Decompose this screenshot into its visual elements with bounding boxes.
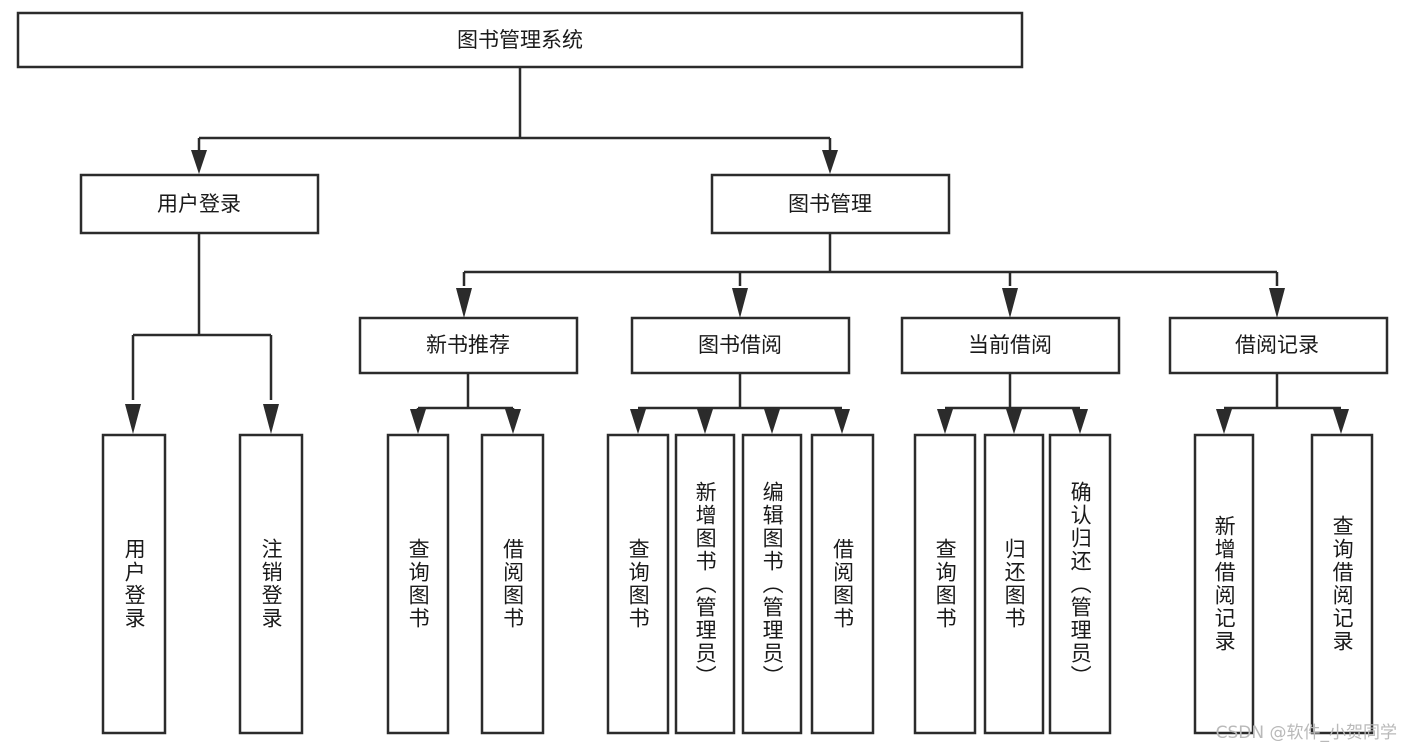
arrow-borrow-l1 — [630, 409, 646, 434]
leaf-borrow-add[interactable] — [674, 433, 736, 735]
arrow-current-l2 — [1006, 409, 1022, 434]
arrow-root-to-user-login — [191, 150, 207, 174]
node-layer — [16, 11, 1389, 735]
leaf-user-login-login[interactable] — [101, 433, 167, 735]
leaf-borrow-query[interactable] — [606, 433, 670, 735]
node-borrow-record-label: 借阅记录 — [1235, 333, 1319, 357]
leaf-record-query[interactable] — [1310, 433, 1374, 735]
node-current-borrow[interactable] — [900, 316, 1121, 375]
arrow-current-l3 — [1072, 409, 1088, 434]
arrow-borrow-l4 — [834, 409, 850, 434]
arrow-current-l1 — [937, 409, 953, 434]
node-borrow-record[interactable] — [1168, 316, 1389, 375]
arrow-newbook-l1 — [410, 409, 426, 434]
node-book-management-label: 图书管理 — [788, 192, 872, 216]
arrow-root-to-book-mgmt — [822, 150, 838, 174]
node-current-borrow-label: 当前借阅 — [968, 333, 1052, 357]
arrow-borrow-l2 — [697, 409, 713, 434]
csdn-watermark: CSDN @软件_小贺同学 — [1215, 723, 1397, 743]
leaf-user-login-logout[interactable] — [238, 433, 304, 735]
leaf-newbook-borrow[interactable] — [480, 433, 545, 735]
arrow-bookmgmt-c3 — [1002, 288, 1018, 318]
arrow-bookmgmt-c4 — [1269, 288, 1285, 318]
node-new-book-recommend-label: 新书推荐 — [426, 333, 510, 357]
arrow-newbook-l2 — [505, 409, 521, 434]
node-user-login[interactable] — [79, 173, 320, 235]
node-book-borrow[interactable] — [630, 316, 851, 375]
leaf-current-query[interactable] — [913, 433, 977, 735]
arrow-bookmgmt-c1 — [456, 288, 472, 318]
node-user-login-label: 用户登录 — [157, 192, 241, 216]
leaf-newbook-query[interactable] — [386, 433, 450, 735]
leaf-borrow-lend[interactable] — [810, 433, 875, 735]
horizontal-label-layer: 图书管理系统 用户登录 图书管理 新书推荐 图书借阅 当前借阅 借阅记录 — [157, 28, 1319, 357]
arrow-borrow-l3 — [764, 409, 780, 434]
arrow-record-l2 — [1333, 409, 1349, 434]
arrow-record-l1 — [1216, 409, 1232, 434]
node-root-label: 图书管理系统 — [457, 28, 583, 52]
connector-layer — [125, 67, 1349, 434]
arrow-userlogin-right — [263, 404, 279, 434]
node-new-book-recommend[interactable] — [358, 316, 579, 375]
arrow-userlogin-left — [125, 404, 141, 434]
leaf-current-return[interactable] — [983, 433, 1045, 735]
arrow-bookmgmt-c2 — [732, 288, 748, 318]
leaf-current-confirm[interactable] — [1048, 433, 1112, 735]
node-root[interactable] — [16, 11, 1024, 69]
leaf-borrow-edit[interactable] — [741, 433, 803, 735]
node-book-borrow-label: 图书借阅 — [698, 333, 782, 357]
leaf-record-add[interactable] — [1193, 433, 1255, 735]
node-book-management[interactable] — [710, 173, 951, 235]
